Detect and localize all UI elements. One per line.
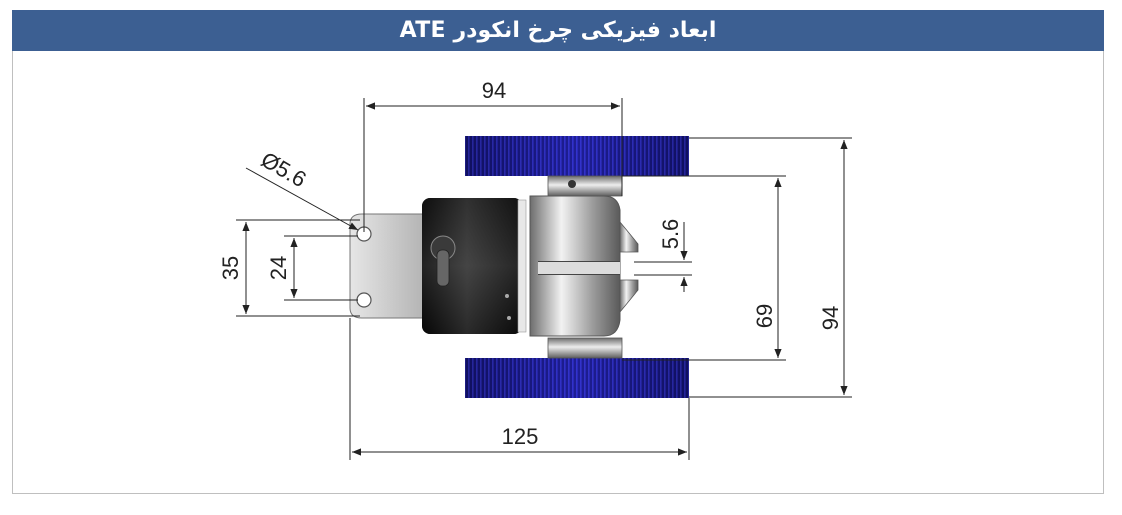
lower-axle: [547, 337, 623, 359]
dim-outer-height: 94: [818, 306, 843, 330]
wheel-hub: [529, 195, 639, 337]
upper-axle: [547, 175, 623, 197]
dim-left-outer: 35: [218, 256, 243, 280]
header-bar: ابعاد فیزیکی چرخ انکودر ATE: [12, 10, 1104, 51]
dim-shaft-gap: 5.6: [658, 219, 683, 250]
cable-connector-icon: [430, 235, 456, 287]
dim-left-inner: 24: [266, 256, 291, 280]
encoder-body: [422, 198, 527, 334]
top-wheel: [465, 136, 689, 176]
axle-screw-icon: [568, 180, 576, 188]
dimension-lines: [236, 98, 852, 460]
mount-hole-bottom: [356, 292, 372, 308]
bottom-wheel: [465, 358, 689, 398]
dim-top-width: 94: [482, 78, 506, 103]
page-title: ابعاد فیزیکی چرخ انکودر ATE: [399, 18, 717, 43]
dim-bottom-width: 125: [502, 424, 539, 449]
mounting-bracket: [349, 213, 425, 319]
dim-hole-diameter: Ø5.6: [257, 147, 311, 193]
dim-inner-height: 69: [752, 304, 777, 328]
